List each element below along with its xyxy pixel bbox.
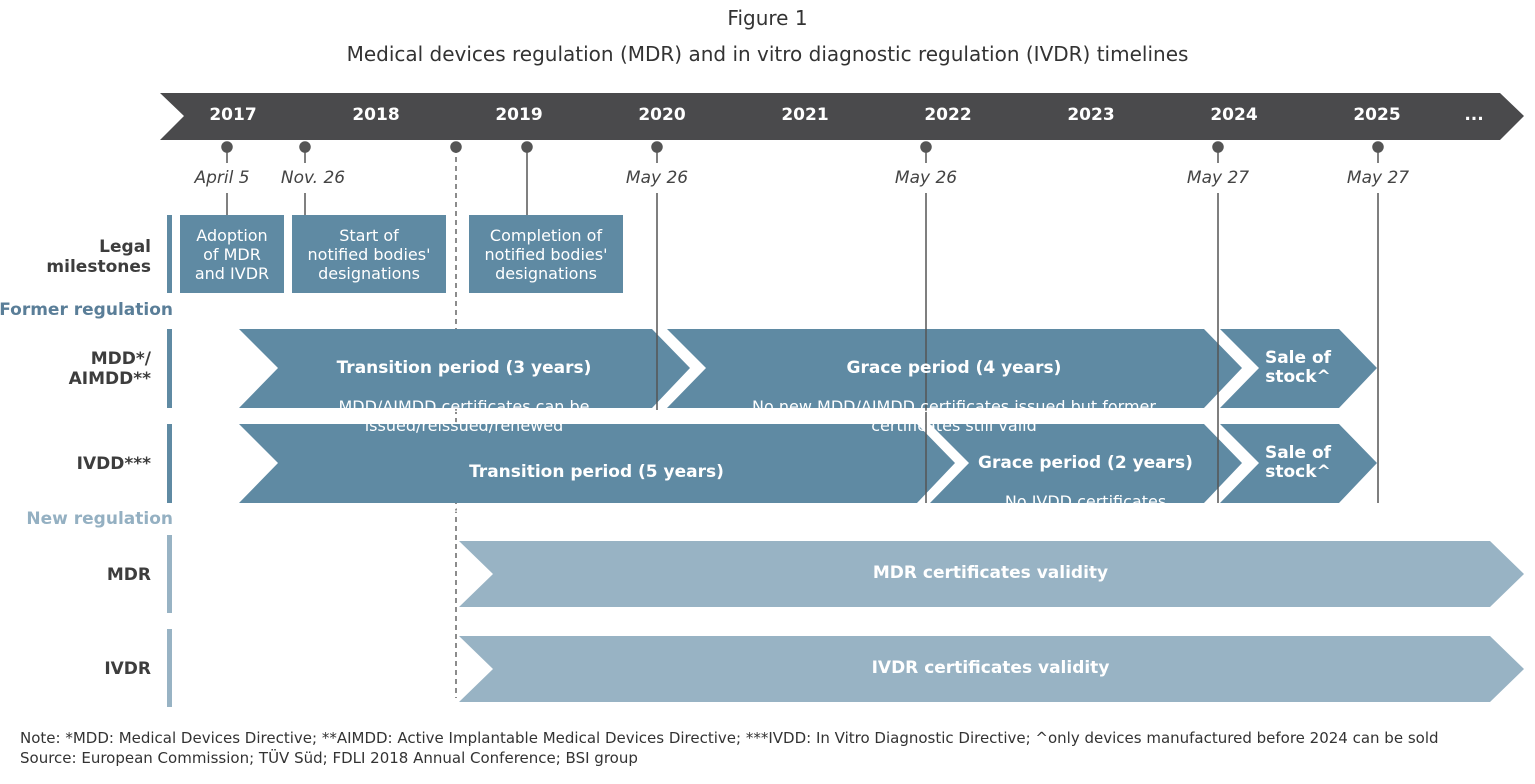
- section-label-former-regulation: Former regulation: [0, 300, 173, 320]
- row-marker: [167, 329, 172, 408]
- date-label: April 5: [194, 168, 250, 188]
- year-label: 2021: [781, 105, 829, 125]
- year-label: 2020: [638, 105, 686, 125]
- ivdr-validity-arrow: [459, 636, 1524, 702]
- footnote: Note: *MDD: Medical Devices Directive; *…: [20, 729, 1439, 747]
- row-marker: [167, 535, 172, 613]
- date-label: May 27: [1186, 168, 1250, 188]
- ivdd-grace-text: No IVDD certificates issued: [1004, 492, 1167, 530]
- row-label-ivdr: IVDR: [104, 659, 151, 679]
- mdr-validity-label: MDR certificates validity: [872, 563, 1109, 583]
- mdd-grace-title: Grace period (4 years): [846, 358, 1062, 378]
- figure-label: Figure 1: [727, 6, 808, 30]
- row-marker: [167, 629, 172, 707]
- row-label-ivdd: IVDD***: [76, 454, 151, 474]
- legal-box-completion-designations: Completion of notified bodies' designati…: [469, 215, 623, 293]
- ivdd-sale-arrow: [1220, 424, 1377, 503]
- year-label: 2022: [924, 105, 972, 125]
- year-label: 2023: [1067, 105, 1115, 125]
- ivdd-transition-arrow: [239, 424, 955, 503]
- mdd-transition-arrow: [239, 329, 690, 408]
- row-label-legal-milestones: Legal milestones: [46, 237, 151, 277]
- date-lines: [656, 193, 1379, 503]
- source-note: Source: European Commission; TÜV Süd; FD…: [20, 749, 638, 767]
- ivdd-sale-label: Sale of stock^: [1264, 443, 1332, 482]
- mdd-transition-title: Transition period (3 years): [336, 358, 592, 378]
- year-label: 2019: [495, 105, 543, 125]
- date-label: Nov. 26: [280, 168, 346, 188]
- mdr-validity-arrow: [459, 541, 1524, 607]
- date-label: May 26: [625, 168, 689, 188]
- year-label: 2025: [1353, 105, 1401, 125]
- row-label-mdd-aimdd: MDD*/ AIMDD**: [68, 349, 151, 389]
- mdd-sale-label: Sale of stock^: [1264, 348, 1332, 387]
- mdd-sale-arrow: [1220, 329, 1377, 408]
- year-label: 2017: [209, 105, 257, 125]
- ivdd-transition-label: Transition period (5 years) IVDD certifi…: [278, 444, 915, 521]
- ivdd-grace-label: Grace period (2 years) No IVDD certifica…: [969, 435, 1202, 531]
- year-label: 2024: [1210, 105, 1258, 125]
- ivdd-grace-title: Grace period (2 years): [978, 453, 1193, 473]
- mdd-transition-label: Transition period (3 years) MDD/AIMDD ce…: [278, 340, 650, 436]
- section-label-new-regulation: New regulation: [26, 509, 173, 529]
- legal-box-start-designations: Start of notified bodies' designations: [292, 215, 446, 293]
- year-label-ellipsis: ...: [1464, 105, 1484, 125]
- date-label: May 27: [1346, 168, 1410, 188]
- timeline-bar: [160, 93, 1524, 140]
- legal-box-adoption: Adoption of MDR and IVDR: [180, 215, 284, 293]
- ivdr-validity-label: IVDR certificates validity: [871, 658, 1110, 678]
- milestone-pins: [221, 141, 1384, 215]
- figure-title: Medical devices regulation (MDR) and in …: [346, 42, 1189, 66]
- ivdd-grace-arrow: [930, 424, 1242, 503]
- ivdd-transition-text: IVDD certificates can be issued/reissued…: [398, 501, 795, 520]
- row-label-mdr: MDR: [106, 565, 151, 585]
- mdd-transition-text: MDD/AIMDD certificates can be issued/rei…: [338, 397, 590, 435]
- year-label: 2018: [352, 105, 400, 125]
- mdd-grace-text: No new MDD/AIMDD certificates issued but…: [752, 397, 1156, 435]
- date-label: May 26: [894, 168, 958, 188]
- row-marker: [167, 215, 172, 293]
- ivdd-transition-title: Transition period (5 years): [469, 462, 724, 482]
- row-marker: [167, 424, 172, 503]
- mdd-grace-label: Grace period (4 years) No new MDD/AIMDD …: [706, 340, 1202, 436]
- mdd-grace-arrow: [667, 329, 1242, 408]
